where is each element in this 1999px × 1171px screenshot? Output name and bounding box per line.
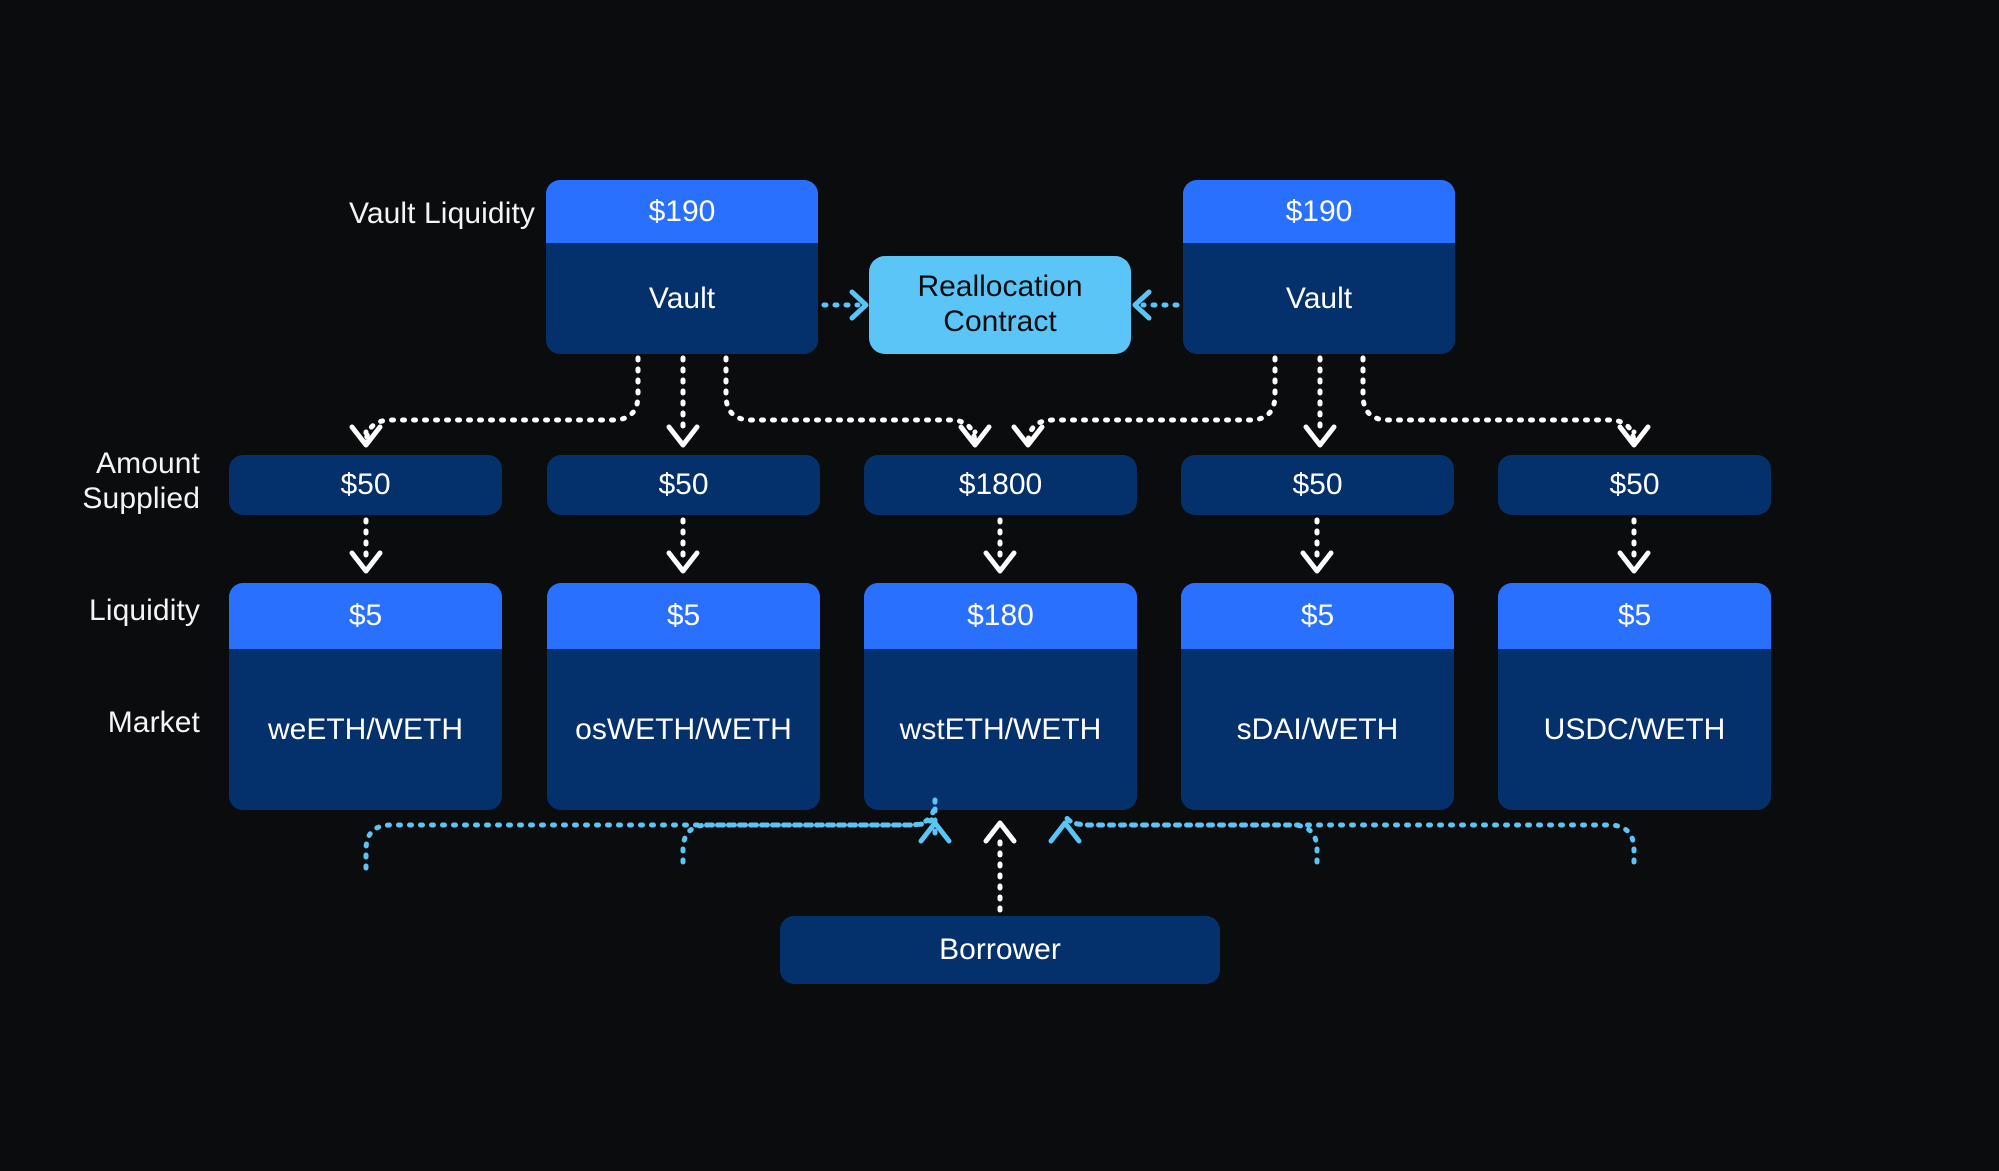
arrow-borrower-to-market2 bbox=[680, 809, 938, 865]
arrow-borrower-to-market3 bbox=[983, 820, 1017, 913]
arrow-amount2-to-market2 bbox=[666, 517, 700, 574]
arrow-vault2-to-amount3 bbox=[1011, 355, 1278, 448]
arrow-vault2-to-amount5 bbox=[1360, 355, 1651, 448]
row-label-market: Market bbox=[107, 706, 200, 739]
vault-label: Vault bbox=[546, 243, 818, 354]
borrower-box[interactable]: Borrower bbox=[780, 916, 1220, 984]
arrow-vault2-to-amount4 bbox=[1303, 355, 1337, 448]
amount-supplied-box-1[interactable]: $50 bbox=[229, 455, 502, 515]
amount-supplied-box-2[interactable]: $50 bbox=[547, 455, 820, 515]
amount-supplied-box-5[interactable]: $50 bbox=[1498, 455, 1771, 515]
market-name: USDC/WETH bbox=[1498, 649, 1771, 810]
reallocation-contract-box[interactable]: Reallocation Contract bbox=[869, 256, 1131, 354]
arrow-borrower-to-market1 bbox=[363, 799, 952, 871]
market-box-2[interactable]: $5 osWETH/WETH bbox=[547, 583, 820, 810]
amount-supplied-box-3[interactable]: $1800 bbox=[864, 455, 1137, 515]
market-box-5[interactable]: $5 USDC/WETH bbox=[1498, 583, 1771, 810]
arrow-amount1-to-market1 bbox=[349, 517, 383, 574]
market-box-1[interactable]: $5 weETH/WETH bbox=[229, 583, 502, 810]
amount-supplied-box-4[interactable]: $50 bbox=[1181, 455, 1454, 515]
arrow-vault1-to-amount1 bbox=[349, 355, 641, 448]
row-label-liquidity: Liquidity bbox=[89, 594, 200, 627]
market-liquidity-value: $5 bbox=[1181, 583, 1454, 649]
arrow-borrower-to-market5 bbox=[1062, 809, 1637, 865]
market-liquidity-value: $5 bbox=[547, 583, 820, 649]
row-label-amount-supplied: Amount Supplied bbox=[82, 447, 200, 516]
market-name: osWETH/WETH bbox=[547, 649, 820, 810]
vault-liquidity-value: $190 bbox=[1183, 180, 1455, 243]
row-label-vault-liquidity: Vault Liquidity bbox=[348, 197, 535, 230]
market-box-4[interactable]: $5 sDAI/WETH bbox=[1181, 583, 1454, 810]
market-liquidity-value: $180 bbox=[864, 583, 1137, 649]
arrow-vault1-to-contract bbox=[821, 289, 869, 321]
market-liquidity-value: $5 bbox=[1498, 583, 1771, 649]
market-name: wstETH/WETH bbox=[864, 649, 1137, 810]
vault-label: Vault bbox=[1183, 243, 1455, 354]
vault-box-2[interactable]: $190 Vault bbox=[1183, 180, 1455, 354]
market-liquidity-value: $5 bbox=[229, 583, 502, 649]
vault-liquidity-value: $190 bbox=[546, 180, 818, 243]
arrow-vault2-to-contract bbox=[1132, 289, 1180, 321]
arrow-borrower-to-market4 bbox=[1048, 809, 1320, 865]
arrow-amount3-to-market3 bbox=[983, 517, 1017, 574]
arrow-amount5-to-market5 bbox=[1617, 517, 1651, 574]
market-name: sDAI/WETH bbox=[1181, 649, 1454, 810]
market-name: weETH/WETH bbox=[229, 649, 502, 810]
arrow-vault1-to-amount3 bbox=[723, 355, 992, 448]
vault-box-1[interactable]: $190 Vault bbox=[546, 180, 818, 354]
arrow-amount4-to-market4 bbox=[1300, 517, 1334, 574]
market-box-3[interactable]: $180 wstETH/WETH bbox=[864, 583, 1137, 810]
arrow-vault1-to-amount2 bbox=[666, 355, 700, 448]
